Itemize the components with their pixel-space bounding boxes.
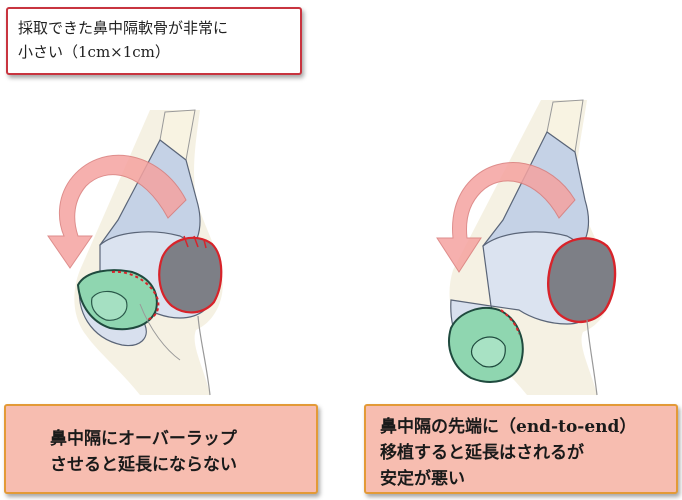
overlap-result-line-1: 鼻中隔にオーバーラップ (50, 429, 237, 449)
top-callout-line-1: 採取できた鼻中隔軟骨が非常に (18, 19, 229, 37)
septal-cartilage (547, 237, 617, 323)
end-to-end-result-line-1: 鼻中隔の先端に（end-to-end） (380, 417, 637, 437)
contact-line (500, 309, 520, 335)
right-nose-illustration (436, 99, 617, 396)
end-to-end-result-panel: 鼻中隔の先端に（end-to-end） 移植すると延長はされるが 安定が悪い (364, 404, 678, 494)
overlap-result-panel: 鼻中隔にオーバーラップ させると延長にならない (4, 404, 318, 494)
overlap-result-line-2: させると延長にならない (50, 455, 237, 475)
left-nose-illustration (47, 109, 223, 396)
top-callout: 採取できた鼻中隔軟骨が非常に 小さい（1cm×1cm） (6, 7, 302, 75)
septal-cartilage (158, 236, 223, 314)
end-to-end-result-line-3: 安定が悪い (380, 469, 465, 489)
rotation-arrow (47, 154, 187, 269)
rotation-arrow (436, 162, 576, 273)
end-to-end-result-line-2: 移植すると延長はされるが (380, 443, 584, 463)
top-callout-line-2: 小さい（1cm×1cm） (18, 43, 170, 61)
